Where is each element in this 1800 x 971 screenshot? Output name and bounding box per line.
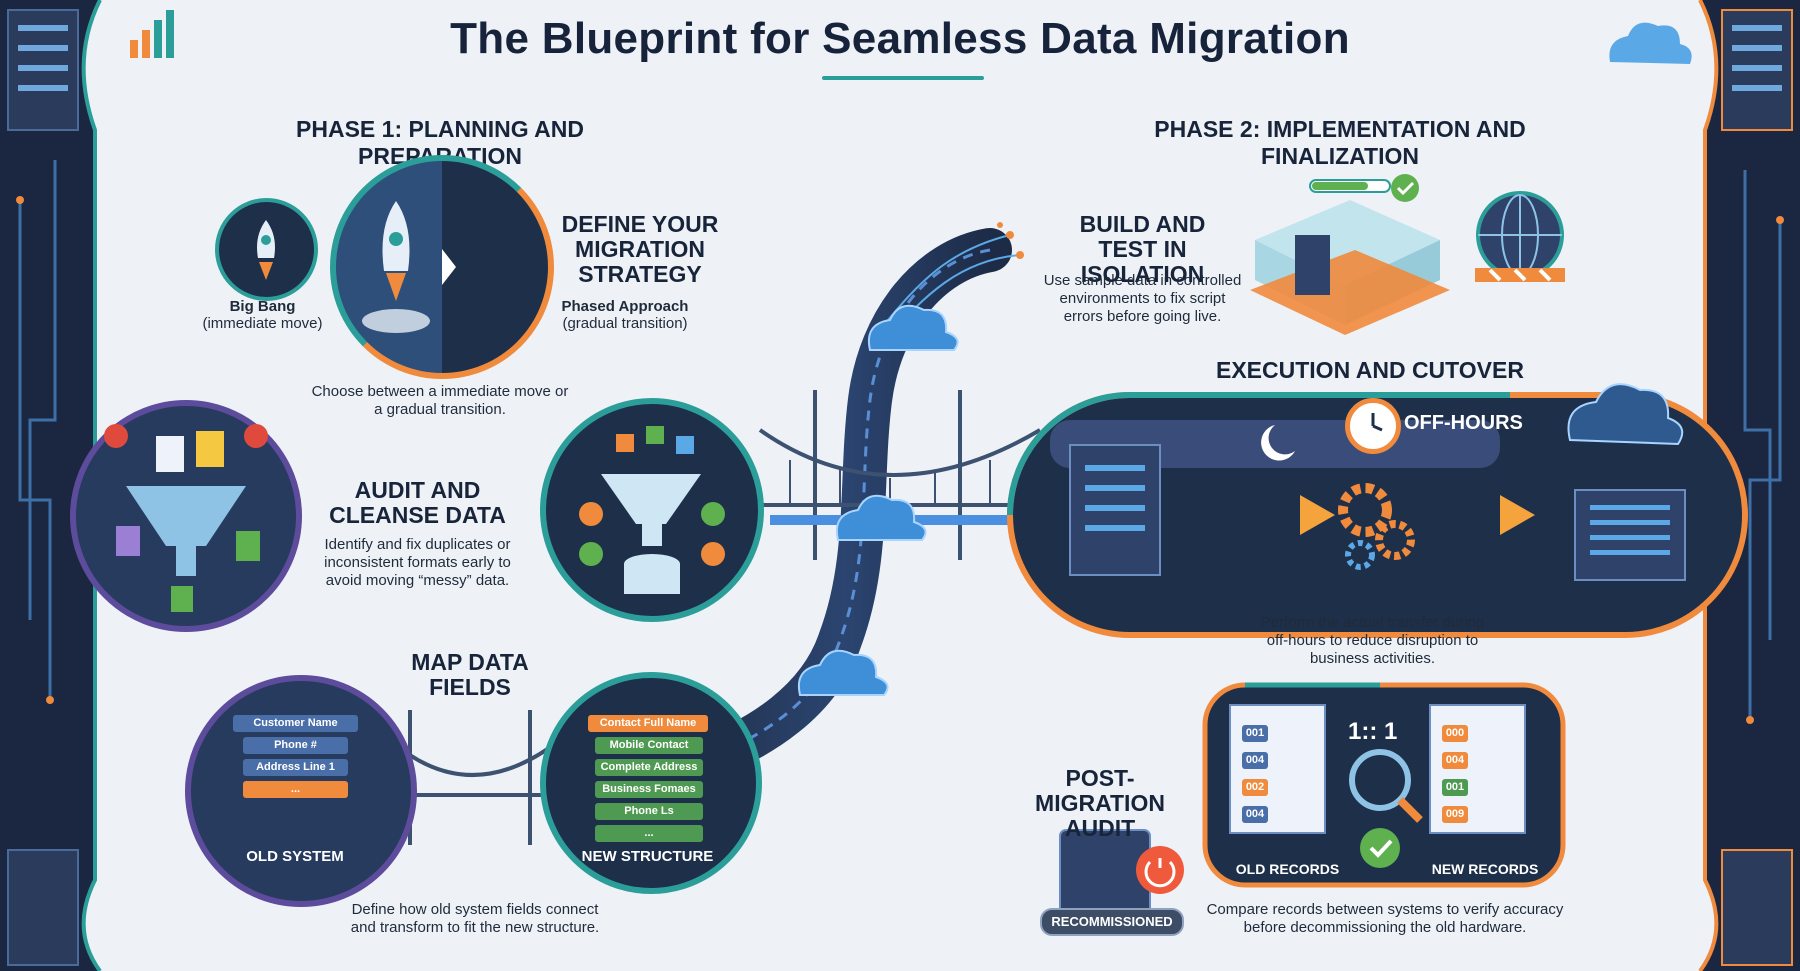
old-records-label: OLD RECORDS <box>1235 861 1340 877</box>
phased-caption: Phased Approach (gradual transition) <box>550 298 700 332</box>
record-ratio: 1:: 1 <box>1348 718 1398 745</box>
title-underline <box>822 76 984 80</box>
build-heading: BUILD AND TEST IN ISOLATION <box>1079 211 1206 287</box>
phase2-title: PHASE 2: IMPLEMENTATION AND FINALIZATION <box>1154 116 1526 169</box>
old-record-code: 002 <box>1242 779 1268 796</box>
page-title: The Blueprint for Seamless Data Migratio… <box>450 14 1350 63</box>
recommissioned-badge: RECOMMISSIONED <box>1040 908 1184 936</box>
build-description: Use sample data in controlled environmen… <box>1043 272 1242 325</box>
post-audit-description: Compare records between systems to verif… <box>1206 901 1564 936</box>
new-field: ... <box>595 825 703 842</box>
old-record-code: 004 <box>1242 752 1268 769</box>
post-audit-heading: POST-MIGRATION AUDIT <box>1035 765 1165 841</box>
new-field: Phone Ls <box>595 803 703 820</box>
new-structure-circle <box>540 672 762 894</box>
big-bang-label: Big Bang <box>229 298 296 315</box>
old-record-code: 001 <box>1242 725 1268 742</box>
mapping-heading: MAP DATA FIELDS <box>411 649 529 700</box>
new-record-code: 004 <box>1442 752 1468 769</box>
old-field: ... <box>243 781 348 798</box>
execution-heading: EXECUTION AND CUTOVER <box>1216 357 1524 383</box>
old-field: Phone # <box>243 737 348 754</box>
new-record-code: 001 <box>1442 779 1468 796</box>
new-field: Contact Full Name <box>588 715 708 732</box>
cleanse-funnel-icon <box>70 400 302 632</box>
old-record-code: 004 <box>1242 806 1268 823</box>
old-field: Customer Name <box>233 715 358 732</box>
strategy-description: Choose between a immediate move or a gra… <box>311 383 569 418</box>
new-field: Mobile Contact <box>595 737 703 754</box>
strategy-split-circle <box>330 155 554 379</box>
audit-description: Identify and fix duplicates or inconsist… <box>324 536 511 589</box>
old-field: Address Line 1 <box>243 759 348 776</box>
off-hours-badge: OFF-HOURS <box>1404 412 1523 434</box>
mapping-description: Define how old system fields connect and… <box>350 901 600 936</box>
audit-heading: AUDIT AND CLEANSE DATA <box>329 477 506 528</box>
new-field: Complete Address <box>595 759 703 776</box>
big-bang-caption: Big Bang (immediate move) <box>195 298 330 332</box>
phased-note: (gradual transition) <box>562 315 688 332</box>
execution-description: Perform the actual transfer during off-h… <box>1260 614 1485 667</box>
rocket-icon <box>215 198 318 301</box>
phased-label: Phased Approach <box>561 298 689 315</box>
big-bang-note: (immediate move) <box>202 315 323 332</box>
new-record-code: 009 <box>1442 806 1468 823</box>
funnel-database-icon <box>540 398 764 622</box>
new-structure-label: NEW STRUCTURE <box>581 848 714 865</box>
new-record-code: 000 <box>1442 725 1468 742</box>
strategy-heading: DEFINE YOUR MIGRATION STRATEGY <box>561 211 719 287</box>
phase1-title: PHASE 1: PLANNING AND PREPARATION <box>296 116 584 169</box>
new-field: Business Fomaes <box>595 781 703 798</box>
new-records-label: NEW RECORDS <box>1431 861 1539 877</box>
clock-icon <box>1345 398 1401 454</box>
old-system-label: OLD SYSTEM <box>246 848 344 865</box>
